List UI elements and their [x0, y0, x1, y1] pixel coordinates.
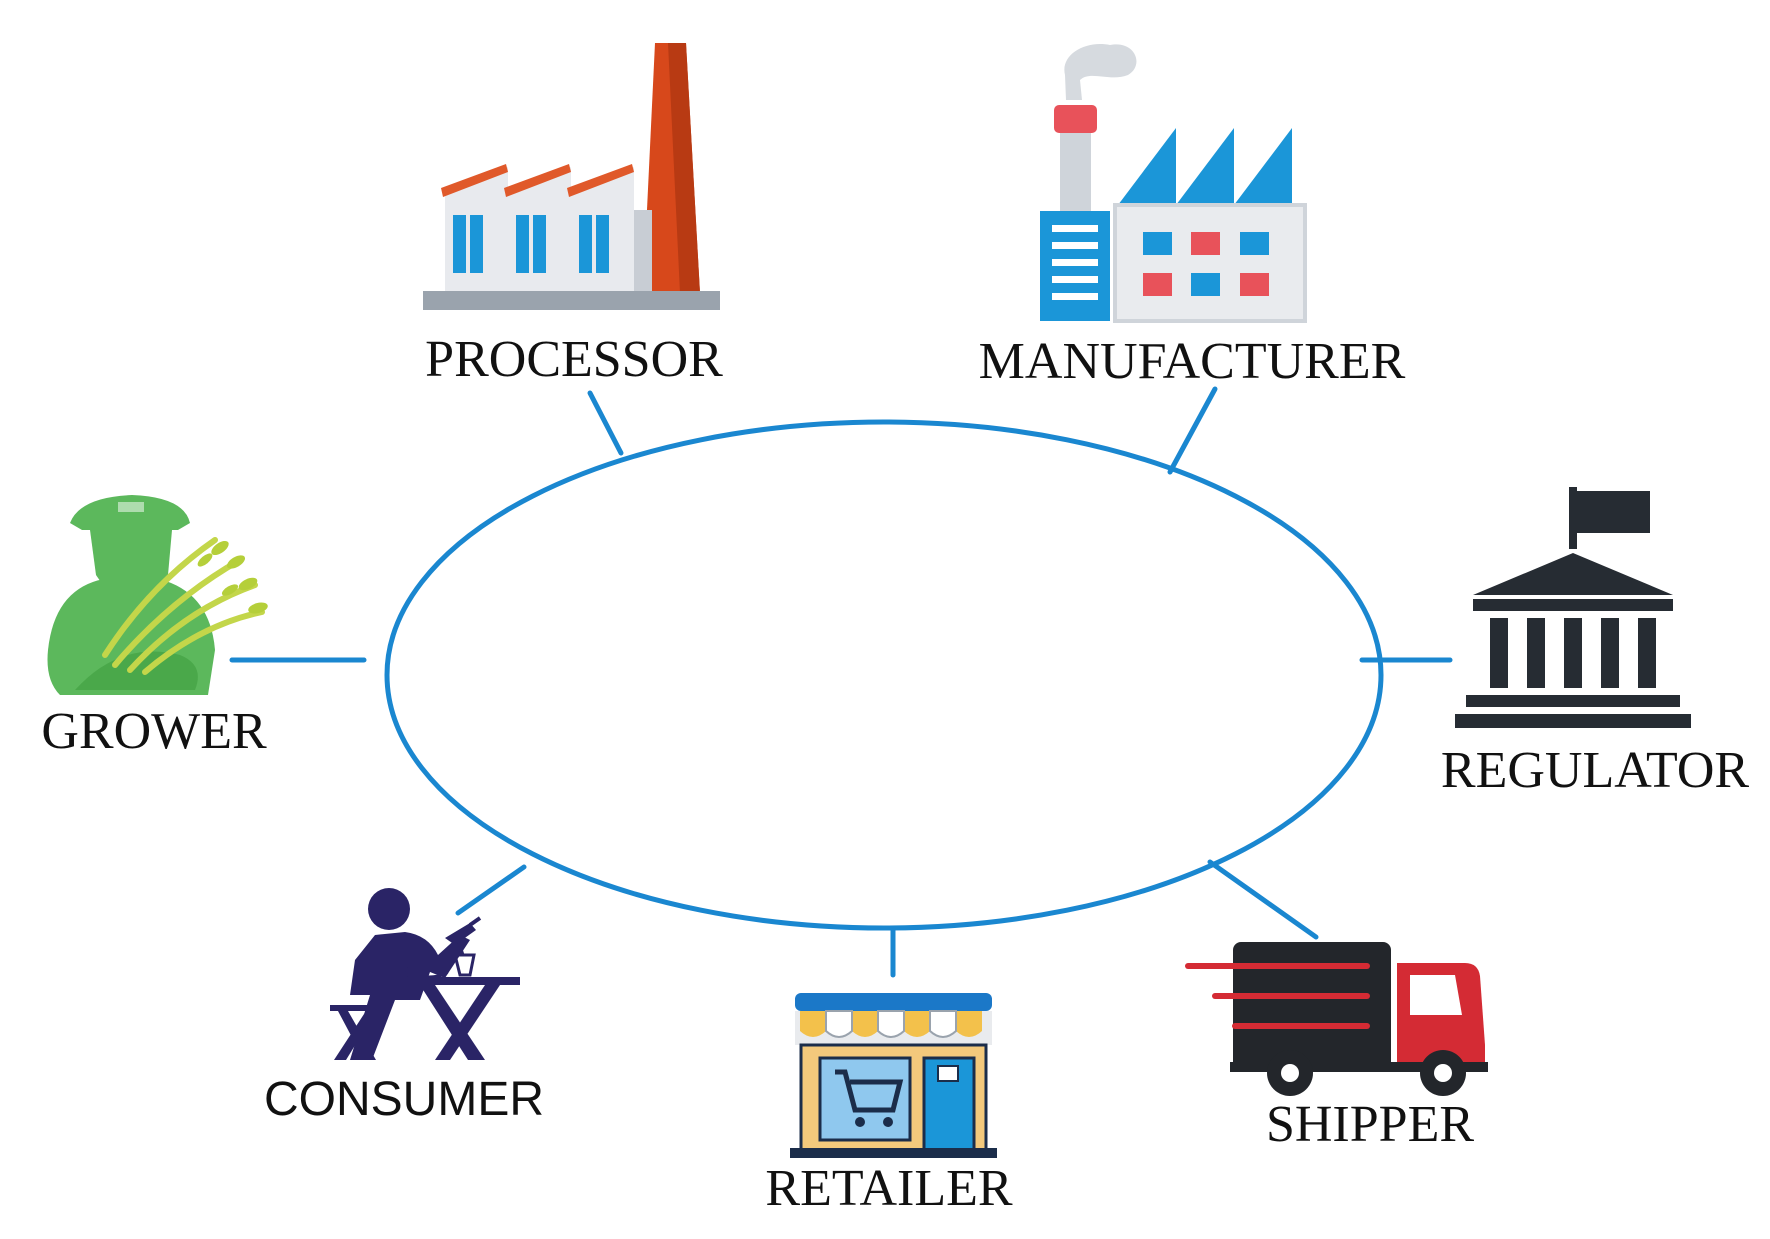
node-label-shipper: SHIPPER [1266, 1096, 1474, 1153]
node-label-manufacturer: MANUFACTURER [979, 333, 1406, 390]
factory-smokestack-icon [423, 43, 720, 310]
connector-manufacturer [1167, 386, 1218, 475]
delivery-truck-icon [1185, 942, 1488, 1096]
node-label-regulator: REGULATOR [1441, 742, 1749, 799]
connectors [229, 386, 1453, 978]
connector-processor [587, 390, 624, 456]
node-label-consumer: CONSUMER [264, 1073, 544, 1126]
network-ring [384, 419, 1384, 931]
node-label-retailer: RETAILER [765, 1160, 1012, 1217]
node-label-processor: PROCESSOR [425, 331, 723, 388]
connector-shipper [1207, 859, 1319, 940]
connector-consumer [455, 864, 527, 916]
manufacturing-plant-icon [1040, 44, 1307, 323]
person-eating-icon [330, 888, 520, 1060]
farmer-with-wheat-icon [47, 495, 268, 695]
storefront-cart-icon [790, 993, 997, 1158]
node-label-grower: GROWER [41, 703, 267, 760]
government-building-icon [1455, 487, 1691, 728]
